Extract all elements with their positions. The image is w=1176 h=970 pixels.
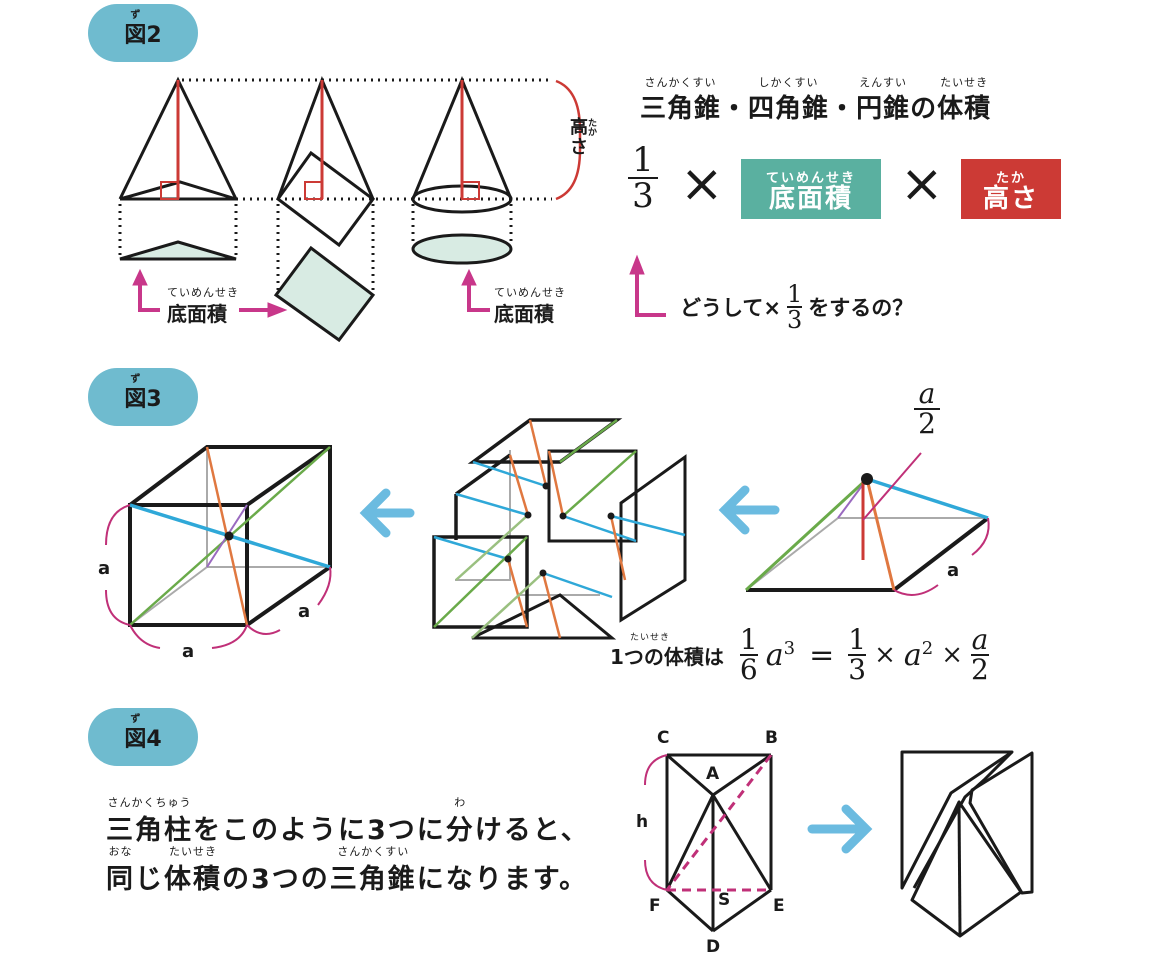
height-label: 高さ たか [570, 117, 598, 158]
fig2-badge: ず図2 [88, 4, 198, 62]
height-brace [555, 79, 582, 201]
circle-base [411, 233, 513, 265]
point-b: B [765, 728, 778, 748]
fig4-badge: ず図4 [88, 708, 198, 766]
point-c: C [657, 728, 670, 748]
cube-side-label-depth: a [298, 601, 311, 622]
height-box: たか 高さ [961, 159, 1061, 219]
fig3-badge: ず図3 [88, 368, 198, 426]
fig2-badge-label: 図2 [124, 23, 162, 48]
point-a: A [706, 764, 720, 784]
height-h-label: h [636, 812, 649, 832]
pyramid-side-label: a [947, 560, 960, 581]
base-area-label-left: ていめんせき底面積 [167, 286, 239, 326]
triangle-base [119, 240, 237, 261]
fig2-title: さんかくすい三角錐・しかくすい四角錐・えんすい円錐のたいせき体積 [640, 76, 992, 124]
fig4-sentence-line2: おな同じたいせき体積の3つのさんかくすい三角錐になります。 [106, 845, 589, 895]
point-e: E [773, 896, 785, 916]
point-d: D [706, 937, 721, 957]
cube-side-label-left: a [98, 558, 111, 579]
times-sign-1: × [680, 154, 724, 214]
fig4-sentence-line1: さんかくちゅう三角柱をこのように3つにわ分けると、 [106, 796, 590, 846]
base-area-label-right: ていめんせき底面積 [494, 286, 566, 326]
cube-side-label-bottom: a [182, 641, 195, 662]
point-f: F [649, 896, 661, 916]
times-sign-2: × [900, 154, 944, 214]
base-area-box: ていめんせき 底面積 [741, 159, 881, 219]
point-s: S [718, 890, 731, 910]
square-base [273, 245, 376, 343]
